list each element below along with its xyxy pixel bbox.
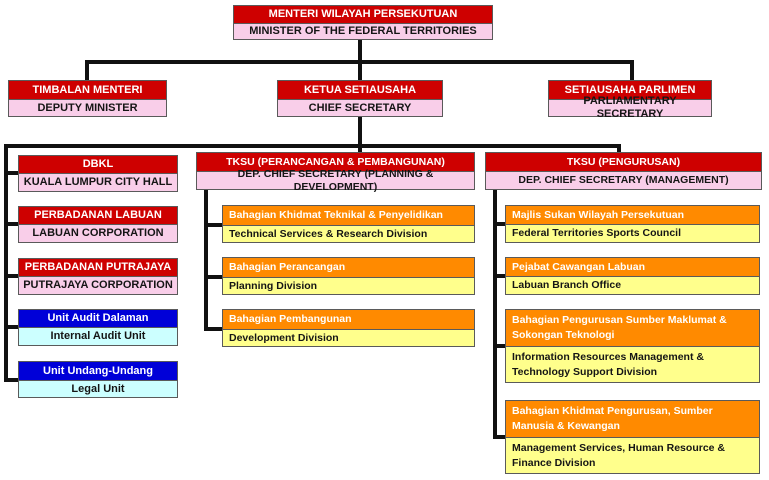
connector-line [204,327,223,331]
node-dbkl-title: DBKL [18,155,178,173]
connector-line [493,435,506,439]
node-tksu-management-subtitle: DEP. CHIEF SECRETARY (MANAGEMENT) [485,171,762,190]
node-sports-council-subtitle: Federal Territories Sports Council [505,224,760,243]
node-management-services-division-subtitle: Management Services, Human Resource & Fi… [505,437,760,474]
connector-line [4,171,19,175]
node-labuan-corporation-subtitle: LABUAN CORPORATION [18,224,178,243]
node-labuan-branch-office-title: Pejabat Cawangan Labuan [505,257,760,276]
node-parliamentary-secretary-subtitle: PARLIAMENTARY SECRETARY [548,95,712,120]
connector-line [617,146,621,154]
node-tksu-planning-title: TKSU (PERANCANGAN & PEMBANGUNAN) [196,152,475,171]
node-development-division-title: Bahagian Pembangunan [222,309,475,329]
connector-line [358,62,362,80]
node-labuan-branch-office-subtitle: Labuan Branch Office [505,276,760,295]
connector-line [4,274,19,278]
node-information-resources-division-title: Bahagian Pengurusan Sumber Maklumat & So… [505,309,760,346]
node-deputy-minister-title: TIMBALAN MENTERI [8,80,167,99]
connector-line [4,222,19,226]
node-technical-services-division-title: Bahagian Khidmat Teknikal & Penyelidikan [222,205,475,225]
node-putrajaya-corporation-subtitle: PUTRAJAYA CORPORATION [18,276,178,295]
connector-line [85,62,89,80]
connector-line [4,144,621,148]
connector-line [493,274,506,278]
node-sports-council: Majlis Sukan Wilayah Persekutuan Federal… [505,205,760,243]
node-planning-division: Bahagian Perancangan Planning Division [222,257,475,295]
node-minister-title: MENTERI WILAYAH PERSEKUTUAN [233,5,493,23]
node-tksu-management: TKSU (PENGURUSAN) DEP. CHIEF SECRETARY (… [485,152,762,190]
connector-line [4,325,19,329]
node-internal-audit-unit-subtitle: Internal Audit Unit [18,327,178,346]
connector-line [630,62,634,80]
connector-line [4,146,8,382]
node-technical-services-division-subtitle: Technical Services & Research Division [222,225,475,243]
node-tksu-management-title: TKSU (PENGURUSAN) [485,152,762,171]
node-chief-secretary: KETUA SETIAUSAHA CHIEF SECRETARY [277,80,443,117]
node-legal-unit-title: Unit Undang-Undang [18,361,178,380]
connector-line [204,223,223,227]
node-management-services-division: Bahagian Khidmat Pengurusan, Sumber Manu… [505,400,760,474]
node-labuan-corporation-title: PERBADANAN LABUAN [18,206,178,224]
node-development-division-subtitle: Development Division [222,329,475,347]
node-internal-audit-unit: Unit Audit Dalaman Internal Audit Unit [18,309,178,346]
node-parliamentary-secretary-title: SETIAUSAHA PARLIMEN [548,80,712,99]
node-legal-unit-subtitle: Legal Unit [18,380,178,398]
node-information-resources-division: Bahagian Pengurusan Sumber Maklumat & So… [505,309,760,383]
node-information-resources-division-subtitle: Information Resources Management & Techn… [505,346,760,383]
node-labuan-corporation: PERBADANAN LABUAN LABUAN CORPORATION [18,206,178,243]
connector-line [358,39,362,62]
connector-line [493,344,506,348]
node-tksu-planning: TKSU (PERANCANGAN & PEMBANGUNAN) DEP. CH… [196,152,475,193]
connector-line [4,378,19,382]
node-labuan-branch-office: Pejabat Cawangan Labuan Labuan Branch Of… [505,257,760,295]
connector-line [204,275,223,279]
node-minister-subtitle: MINISTER OF THE FEDERAL TERRITORIES [233,23,493,40]
node-planning-division-subtitle: Planning Division [222,277,475,295]
node-chief-secretary-title: KETUA SETIAUSAHA [277,80,443,99]
connector-line [493,222,506,226]
node-minister: MENTERI WILAYAH PERSEKUTUAN MINISTER OF … [233,5,493,40]
node-deputy-minister: TIMBALAN MENTERI DEPUTY MINISTER [8,80,167,117]
node-internal-audit-unit-title: Unit Audit Dalaman [18,309,178,327]
node-chief-secretary-subtitle: CHIEF SECRETARY [277,99,443,117]
node-dbkl-subtitle: KUALA LUMPUR CITY HALL [18,173,178,192]
node-dbkl: DBKL KUALA LUMPUR CITY HALL [18,155,178,192]
node-technical-services-division: Bahagian Khidmat Teknikal & Penyelidikan… [222,205,475,243]
node-tksu-planning-subtitle: DEP. CHIEF SECRETARY (PLANNING & DEVELOP… [196,168,475,193]
node-planning-division-title: Bahagian Perancangan [222,257,475,277]
node-putrajaya-corporation-title: PERBADANAN PUTRAJAYA [18,258,178,276]
node-legal-unit: Unit Undang-Undang Legal Unit [18,361,178,398]
connector-line [358,117,362,152]
node-development-division: Bahagian Pembangunan Development Divisio… [222,309,475,347]
node-sports-council-title: Majlis Sukan Wilayah Persekutuan [505,205,760,224]
node-putrajaya-corporation: PERBADANAN PUTRAJAYA PUTRAJAYA CORPORATI… [18,258,178,295]
node-deputy-minister-subtitle: DEPUTY MINISTER [8,99,167,117]
node-management-services-division-title: Bahagian Khidmat Pengurusan, Sumber Manu… [505,400,760,437]
connector-line [204,190,208,331]
node-parliamentary-secretary: SETIAUSAHA PARLIMEN PARLIAMENTARY SECRET… [548,80,712,120]
connector-line [493,190,497,439]
